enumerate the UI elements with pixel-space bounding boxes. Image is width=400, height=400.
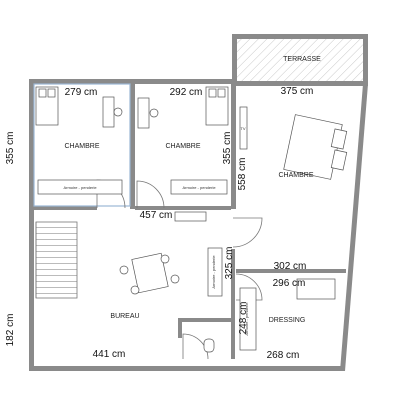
dim-dressing-bottom: 268 cm <box>267 350 300 361</box>
dim-dressing-depth: 248 cm <box>238 302 249 335</box>
dim-bureau-small: 182 cm <box>5 314 16 347</box>
wardrobe-2 <box>170 179 228 195</box>
bureau-cabinet <box>174 211 207 222</box>
room-label-chambre-3: CHAMBRE <box>278 172 313 179</box>
wardrobe-1-label: Armoire - penderie <box>63 185 97 190</box>
dressing-cabinet <box>296 278 336 300</box>
dim-corridor-width: 457 cm <box>140 210 173 221</box>
dim-ch1-depth: 355 cm <box>5 132 16 165</box>
dim-bureau-depth: 325 cm <box>224 247 235 280</box>
dim-ch2-width: 292 cm <box>170 87 203 98</box>
chambre-2-furniture: Armoire - penderie <box>137 86 229 195</box>
wardrobe-2-label: Armoire - penderie <box>182 185 216 190</box>
terrasse-wall-left <box>232 34 237 86</box>
room-label-bureau: BUREAU <box>110 313 139 320</box>
wardrobe-bureau-label: Armoire - penderie <box>211 255 216 289</box>
dim-ch1-width: 279 cm <box>65 87 98 98</box>
chambre-1-highlight <box>33 83 131 207</box>
terrasse-label: TERRASSE <box>283 56 321 63</box>
bureau-desks <box>131 252 169 294</box>
wardrobe-bureau <box>207 247 223 297</box>
dim-ch2-depth: 355 cm <box>222 132 233 165</box>
dim-dressing-top: 302 cm <box>274 261 307 272</box>
desk-1 <box>102 96 115 128</box>
toilet <box>203 338 215 353</box>
interior-walls <box>29 79 346 359</box>
terrasse: TERRASSE <box>232 34 368 86</box>
terrasse-wall-top <box>232 34 368 39</box>
tv-unit <box>239 106 248 150</box>
chambre-1-furniture: Armoire - penderie <box>35 86 123 195</box>
wardrobe-dressing-label: Armoire - penderie <box>244 302 249 336</box>
chambre-3-furniture: TV <box>239 106 348 180</box>
dressing-furniture: Armoire - penderie <box>239 278 336 351</box>
wardrobe-dressing <box>239 287 257 351</box>
dim-ch3-depth: 558 cm <box>237 158 248 191</box>
bureau-furniture: Armoire - penderie <box>119 211 223 353</box>
room-label-chambre-2: CHAMBRE <box>165 143 200 150</box>
dim-dressing-width: 296 cm <box>273 278 306 289</box>
terrasse-wall-right <box>363 34 368 86</box>
tv-label: TV <box>240 126 245 131</box>
dim-ch3-width: 375 cm <box>281 86 314 97</box>
dim-bureau-width: 441 cm <box>93 349 126 360</box>
room-label-dressing: DRESSING <box>269 317 306 324</box>
room-label-chambre-1: CHAMBRE <box>64 143 99 150</box>
stairs <box>35 221 78 299</box>
desk-2 <box>137 97 150 129</box>
wardrobe-1 <box>37 179 123 195</box>
